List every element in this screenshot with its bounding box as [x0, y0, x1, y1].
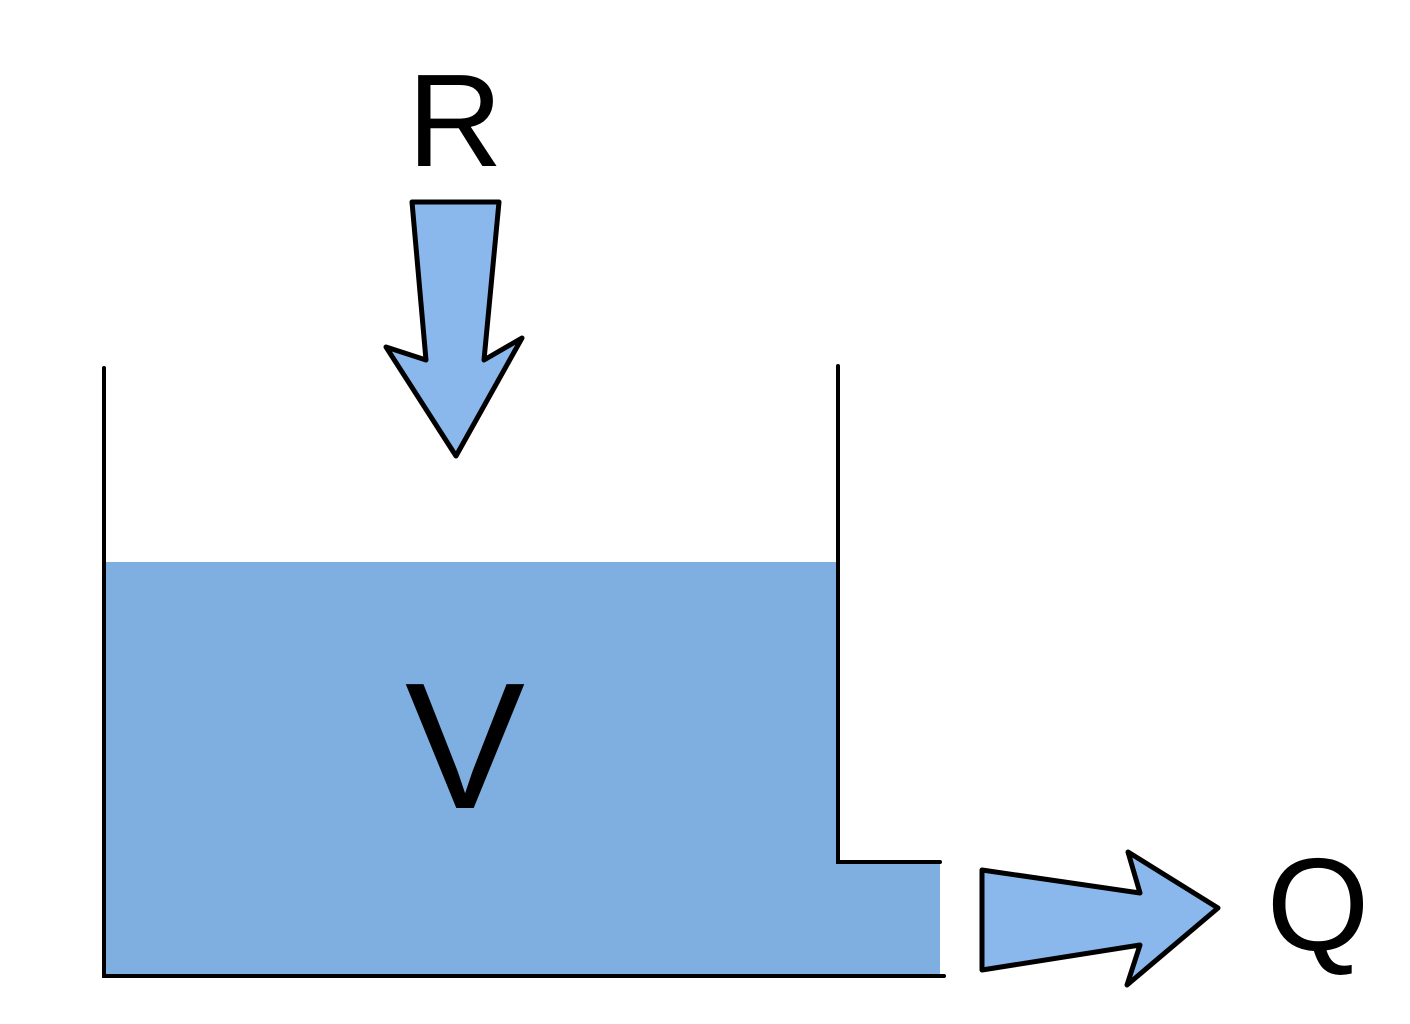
outflow-arrow-icon — [979, 849, 1221, 988]
outflow-label: Q — [1267, 831, 1370, 978]
inflow-arrow-icon — [383, 199, 525, 459]
inflow-label: R — [407, 47, 502, 194]
tank-outline — [102, 364, 946, 978]
volume-label: V — [405, 646, 525, 847]
water-volume — [104, 562, 940, 976]
